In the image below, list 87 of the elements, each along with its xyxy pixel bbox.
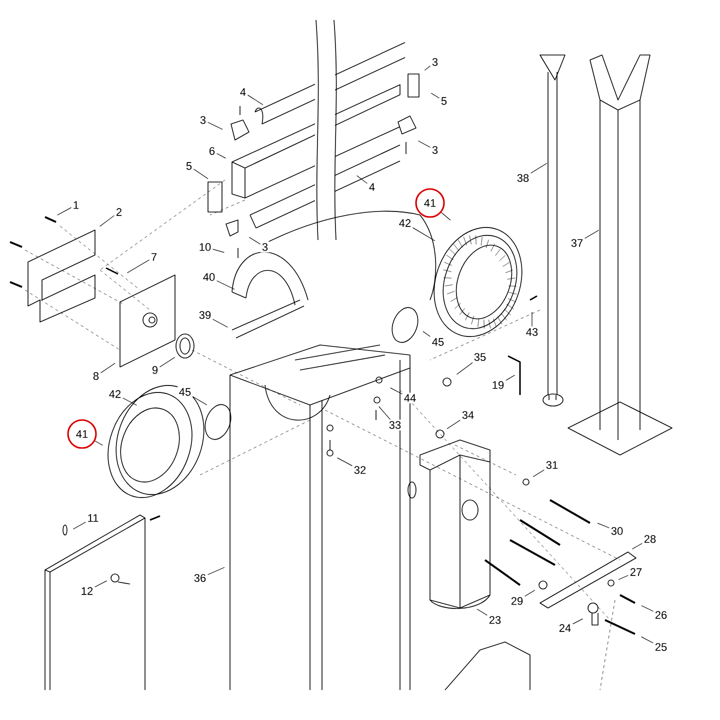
callout-number: 45 [430,336,446,348]
leader-line [57,207,72,216]
leader-line [430,92,440,98]
callout-number: 10 [197,242,213,252]
callout-number: 38 [515,172,531,184]
leader-line [207,122,223,130]
callout-number: 44 [402,392,418,404]
callout-number: 33 [387,420,403,430]
leader-line [476,608,488,616]
leader-line [159,356,176,368]
callout-number: 3 [430,56,440,68]
callout-number: 7 [149,252,159,262]
callout-number: 6 [207,146,217,156]
callout-number: 2 [114,206,124,218]
leader-line [126,260,150,274]
leader-line [216,153,226,158]
callout-number: 27 [628,566,644,578]
callout-number: 1 [71,200,81,210]
leader-line [572,618,583,624]
circled-callout-number: 41 [415,188,445,218]
callout-number: 42 [397,218,413,228]
leader-line [618,575,628,580]
leader-line [584,230,600,239]
leader-line [597,522,610,528]
circled-callout-number: 41 [67,419,97,449]
leader-line [94,440,103,446]
callout-number: 35 [472,352,488,362]
leader-line [337,458,352,466]
leader-line [632,543,642,550]
leader-line [641,605,654,612]
callout-number: 45 [177,386,193,398]
leader-line [100,215,115,227]
leader-line [412,227,436,242]
callout-number: 4 [238,86,248,98]
callout-number: 30 [609,526,625,536]
callout-number: 31 [544,460,560,470]
leader-line [441,212,451,220]
callout-number: 40 [201,272,217,282]
leader-line [532,470,544,478]
callout-number: 32 [352,464,368,476]
callout-number: 11 [86,512,100,524]
callout-number: 42 [107,388,123,400]
callout-number: 8 [91,370,101,382]
leader-line [530,162,548,174]
leader-line [456,362,473,375]
leader-line [524,590,536,597]
callout-number: 9 [150,364,160,376]
leader-line [390,388,402,394]
leader-line [100,363,116,374]
leader-line [356,175,368,184]
callout-number: 5 [184,160,194,172]
callout-number: 3 [430,144,440,156]
leader-line [446,420,460,429]
leader-line [422,331,430,337]
callout-number: 4 [367,182,377,192]
leader-line [424,66,431,71]
callout-number: 37 [569,238,585,248]
callout-number: 23 [487,614,503,626]
leader-line [641,636,654,644]
leader-line [212,248,224,253]
callout-number: 29 [509,596,525,606]
leader-line [378,406,390,420]
callout-number: 24 [557,622,573,634]
callout-number: 43 [524,326,540,338]
leader-line [122,398,137,406]
callout-number: 26 [653,610,669,620]
leader-line [418,140,431,148]
callout-number: 3 [260,242,270,252]
callout-number: 28 [642,534,658,544]
callout-number: 19 [490,380,506,390]
callout-number: 3 [198,114,208,126]
leader-line [208,567,225,575]
leader-line [247,94,264,106]
callout-number: 34 [460,410,476,420]
callout-number: 36 [192,572,208,584]
callout-number: 12 [79,586,95,596]
leader-line [212,318,228,328]
leader-line [72,522,86,530]
callout-number: 39 [197,310,213,320]
callout-number: 5 [439,96,449,106]
leader-line [94,580,107,588]
leader-line [192,396,208,406]
leader-line [248,236,261,244]
leader-line [193,168,208,179]
leader-line [506,374,516,381]
leader-line [216,280,235,290]
callout-number: 25 [653,642,669,652]
